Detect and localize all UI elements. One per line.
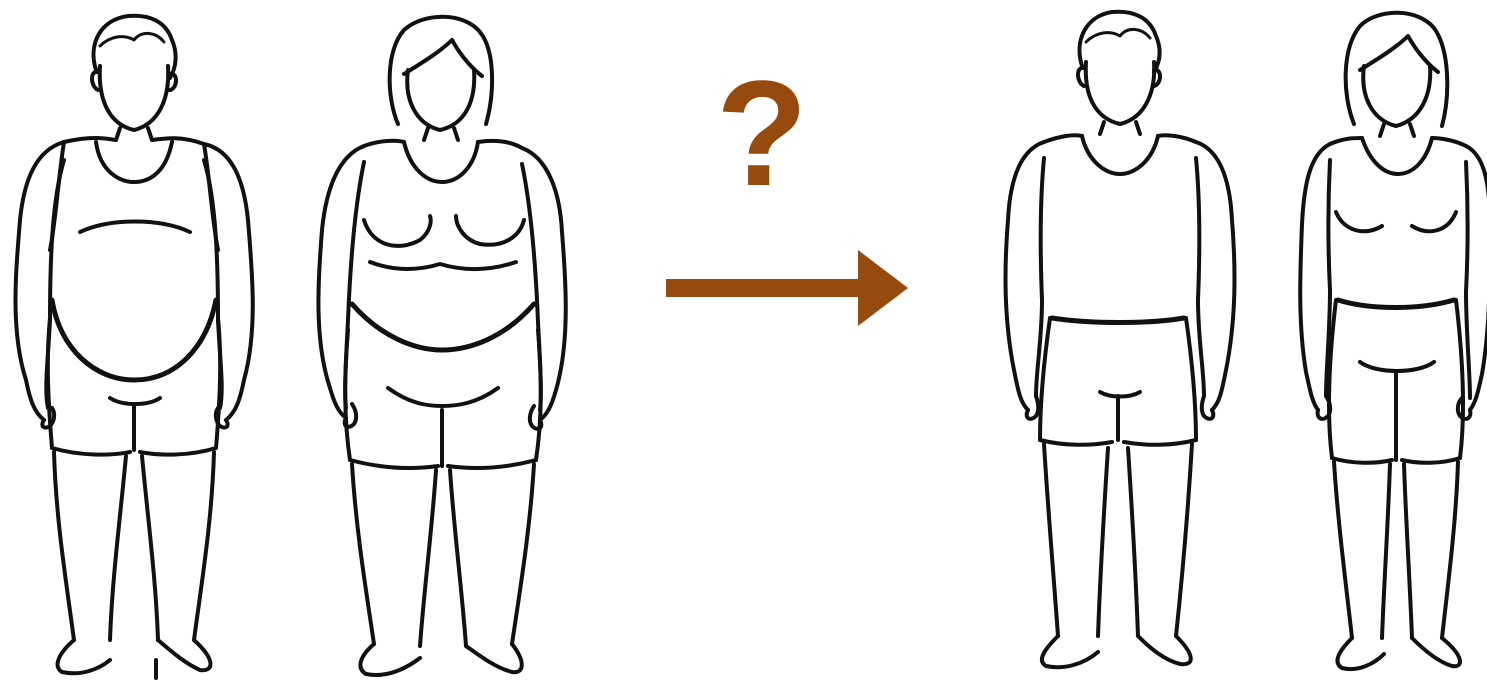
slim-man-icon	[1006, 12, 1235, 668]
transition-arrow-icon	[666, 250, 908, 326]
overweight-woman-icon	[318, 17, 565, 675]
arrow-shaft	[666, 279, 866, 297]
arrow-head	[858, 250, 908, 326]
question-mark: ?	[716, 58, 808, 208]
overweight-man-icon	[16, 16, 253, 678]
slim-woman-icon	[1300, 13, 1487, 669]
